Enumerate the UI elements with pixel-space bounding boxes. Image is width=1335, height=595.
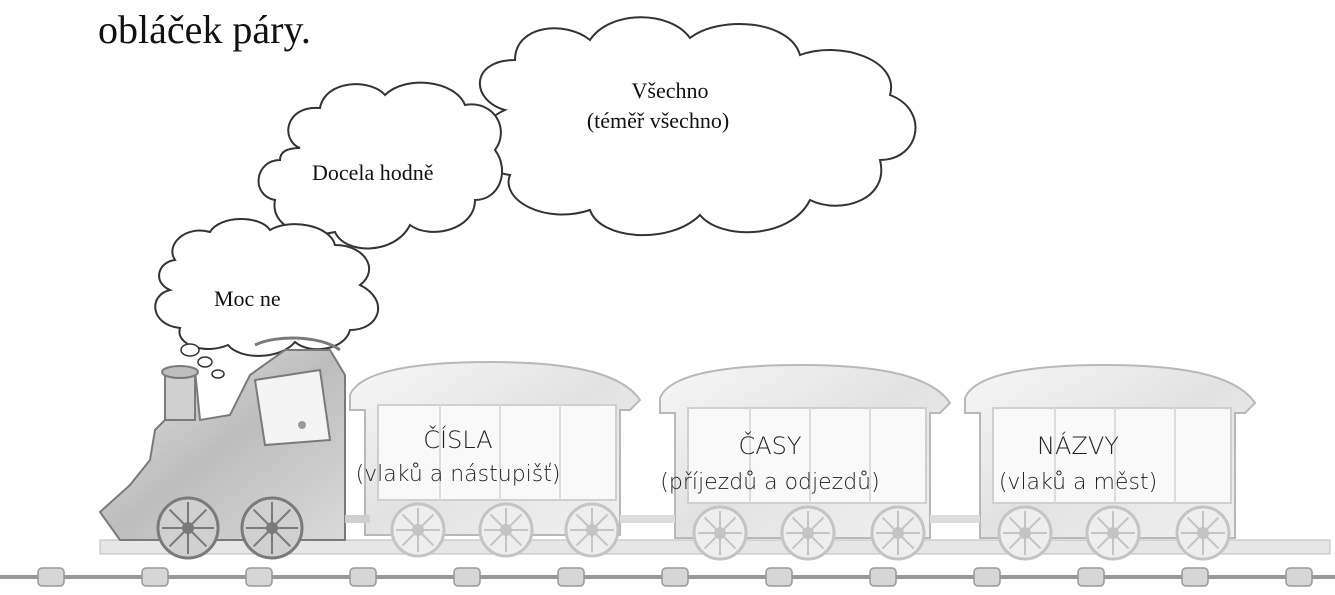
wheel xyxy=(156,496,220,560)
track xyxy=(0,567,1335,587)
cloud-quite-a-lot xyxy=(257,81,504,250)
wagon-1-title: ČÍSLA xyxy=(423,426,493,454)
wheel xyxy=(478,502,534,558)
wheel xyxy=(1175,505,1231,561)
wagon-2-title: ČASY xyxy=(738,432,802,460)
cab-window xyxy=(253,368,332,447)
cloud-not-much xyxy=(154,218,380,357)
steam-puffs xyxy=(180,343,225,379)
wagon-1 xyxy=(349,360,642,536)
coupling xyxy=(930,515,980,523)
wheel xyxy=(997,505,1053,561)
wagon-3 xyxy=(964,363,1257,539)
wagon-2 xyxy=(659,363,952,539)
coupling xyxy=(345,515,370,523)
chimney xyxy=(164,374,196,421)
cloud-not-much-label: Moc ne xyxy=(214,286,281,311)
cloud-all-label: Všechno xyxy=(631,78,709,103)
wagon-3-title: NÁZVY xyxy=(1037,432,1119,460)
wheel xyxy=(870,505,926,561)
caption-text: obláček páry. xyxy=(98,7,311,52)
wheels xyxy=(156,496,1231,561)
wheel xyxy=(1085,505,1141,561)
wheel xyxy=(564,502,620,558)
wheel xyxy=(240,496,304,560)
locomotive xyxy=(98,336,346,541)
cloud-all xyxy=(478,16,917,237)
cloud-all-sublabel: (téměř všechno) xyxy=(586,108,730,133)
wagon-1-subtitle: (vlaků a nástupišť) xyxy=(355,462,561,487)
wheel xyxy=(390,502,446,558)
wagon-3-subtitle: (vlaků a měst) xyxy=(998,470,1158,495)
cloud-quite-a-lot-label: Docela hodně xyxy=(312,160,434,185)
wheel xyxy=(692,505,748,561)
wheel xyxy=(780,505,836,561)
wagon-2-subtitle: (příjezdů a odjezdů) xyxy=(660,470,880,495)
coupling xyxy=(620,515,675,523)
